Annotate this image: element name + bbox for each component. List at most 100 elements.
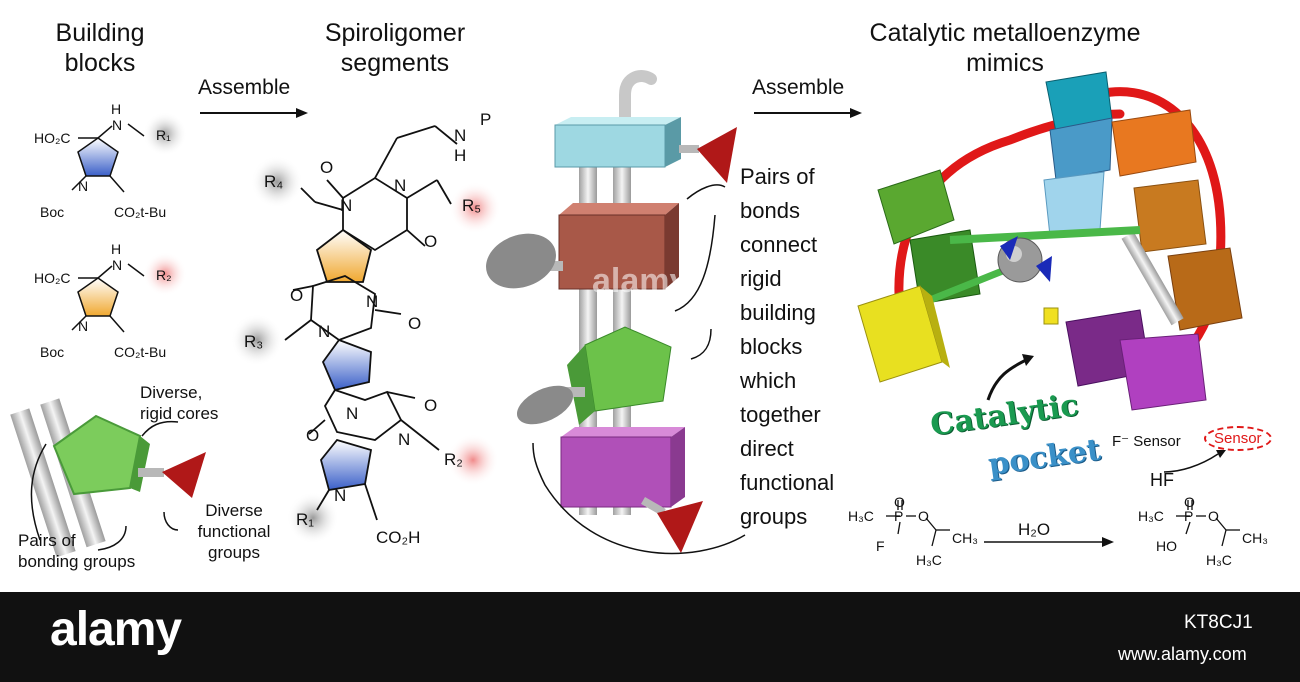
label-n: N <box>394 176 407 195</box>
label-n: N <box>78 318 89 334</box>
label-h: H <box>111 101 122 117</box>
label-n: N <box>334 486 347 505</box>
label-co2tbu: CO₂t-Bu <box>114 204 167 220</box>
label-o: O <box>894 494 905 510</box>
label-h3c: H₃C <box>1206 552 1232 568</box>
figure: Building blocks Spiroligomer segments Ca… <box>10 18 1274 572</box>
red-cone <box>162 452 206 498</box>
label-o: O <box>424 396 438 415</box>
label-h2o: H₂O <box>1018 520 1051 539</box>
title-line: mimics <box>966 49 1044 77</box>
label-h3c: H₃C <box>848 508 874 524</box>
note-line: functional <box>197 522 271 541</box>
description-line: rigid <box>740 266 782 291</box>
description-line: direct <box>740 436 794 461</box>
label-f: F <box>876 538 885 554</box>
label-nh: N <box>112 117 123 133</box>
title-building-blocks: Building blocks <box>30 18 170 78</box>
description-line: connect <box>740 232 818 257</box>
label-co2tbu: CO₂t-Bu <box>114 344 167 360</box>
label-ho2c: HO₂C <box>34 270 71 286</box>
label-p: P <box>894 508 904 524</box>
building-block-cartoon <box>10 398 206 558</box>
image-id: KT8CJ1 <box>1184 612 1253 633</box>
label-r5: R₅ <box>462 196 482 215</box>
label-r3: R₃ <box>244 332 264 351</box>
note-line: rigid cores <box>140 404 219 423</box>
pyrrolidine-ring <box>77 137 119 177</box>
label-ch3: CH₃ <box>1242 530 1268 546</box>
label-o: O <box>424 232 438 251</box>
sensor-badge: Sensor <box>1204 426 1272 451</box>
label-o: O <box>1208 508 1219 524</box>
label-co2h: CO₂H <box>376 528 421 547</box>
watermark-overlay: alamy <box>592 262 689 300</box>
spiroligomer-structure <box>231 125 501 544</box>
hf-arrow <box>1163 450 1226 473</box>
label-n: N <box>318 322 331 341</box>
label-boc: Boc <box>40 204 65 220</box>
block-stack-3d <box>486 70 746 555</box>
note-functional-groups: Diverse functional groups <box>194 500 274 563</box>
note-line: Diverse <box>205 501 263 520</box>
note-line: bonding groups <box>18 552 136 571</box>
label-o: O <box>408 314 422 333</box>
label-n: N <box>454 126 467 145</box>
core-side <box>130 436 150 492</box>
note-line: Pairs of <box>18 531 76 550</box>
assemble-arrow-1 <box>200 108 308 118</box>
label-n: N <box>346 404 359 423</box>
note-bonding-groups: Pairs of bonding groups <box>18 530 178 572</box>
label-ho2c: HO₂C <box>34 130 71 146</box>
description-line: together <box>740 402 821 427</box>
label-h3c: H₃C <box>1138 508 1164 524</box>
watermark-logo: alamy <box>50 603 182 656</box>
label-h: H <box>454 146 467 165</box>
description-line: Pairs of <box>740 164 815 189</box>
description-line: building <box>740 300 816 325</box>
hf-label: HF <box>1150 470 1174 490</box>
label-ho: HO <box>1156 538 1177 554</box>
description-line: which <box>740 368 797 393</box>
label-p: P <box>1184 508 1194 524</box>
note-line: groups <box>208 543 260 562</box>
label-nh: N <box>112 257 123 273</box>
title-line: Spiroligomer <box>324 19 466 47</box>
description-line: bonds <box>740 198 800 223</box>
label-r2: R₂ <box>444 450 463 469</box>
description-line: groups <box>740 504 808 529</box>
bond-description: Pairs of bonds connect rigid building bl… <box>740 160 870 534</box>
r-group-halo <box>143 112 187 156</box>
reaction-scheme <box>886 500 1240 547</box>
label-r1: R₁ <box>296 510 315 529</box>
title-line: Building <box>55 19 145 47</box>
r-group-halo <box>143 252 187 296</box>
metalloenzyme-model <box>857 60 1274 411</box>
label-n: N <box>340 196 353 215</box>
description-line: blocks <box>740 334 803 359</box>
sensor-label: F⁻ Sensor <box>1112 433 1181 450</box>
title-line: Catalytic metalloenzyme <box>869 19 1141 47</box>
watermark-bar: alamy KT8CJ1 www.alamy.com <box>0 592 1300 682</box>
assemble-label-1: Assemble <box>198 76 291 99</box>
title-line: blocks <box>64 49 136 77</box>
building-block-2 <box>71 252 187 333</box>
label-o: O <box>918 508 929 524</box>
note-rigid-cores: Diverse, rigid cores <box>140 382 250 424</box>
label-n: N <box>366 292 379 311</box>
bonding-cylinder <box>10 408 76 558</box>
label-h3c: H₃C <box>916 552 942 568</box>
title-spiroligomer-segments: Spiroligomer segments <box>290 18 500 78</box>
label-boc: Boc <box>40 344 65 360</box>
title-metalloenzyme-mimics: Catalytic metalloenzyme mimics <box>820 18 1190 78</box>
label-h: H <box>111 241 122 257</box>
assemble-label-2: Assemble <box>752 76 845 99</box>
connector <box>138 468 164 477</box>
label-n: N <box>78 178 89 194</box>
description-line: functional <box>740 470 835 495</box>
green-pentagon-core <box>52 414 142 496</box>
label-o: O <box>320 158 334 177</box>
watermark-url: www.alamy.com <box>1118 644 1247 664</box>
title-line: segments <box>340 49 450 77</box>
label-ch3: CH₃ <box>952 530 978 546</box>
